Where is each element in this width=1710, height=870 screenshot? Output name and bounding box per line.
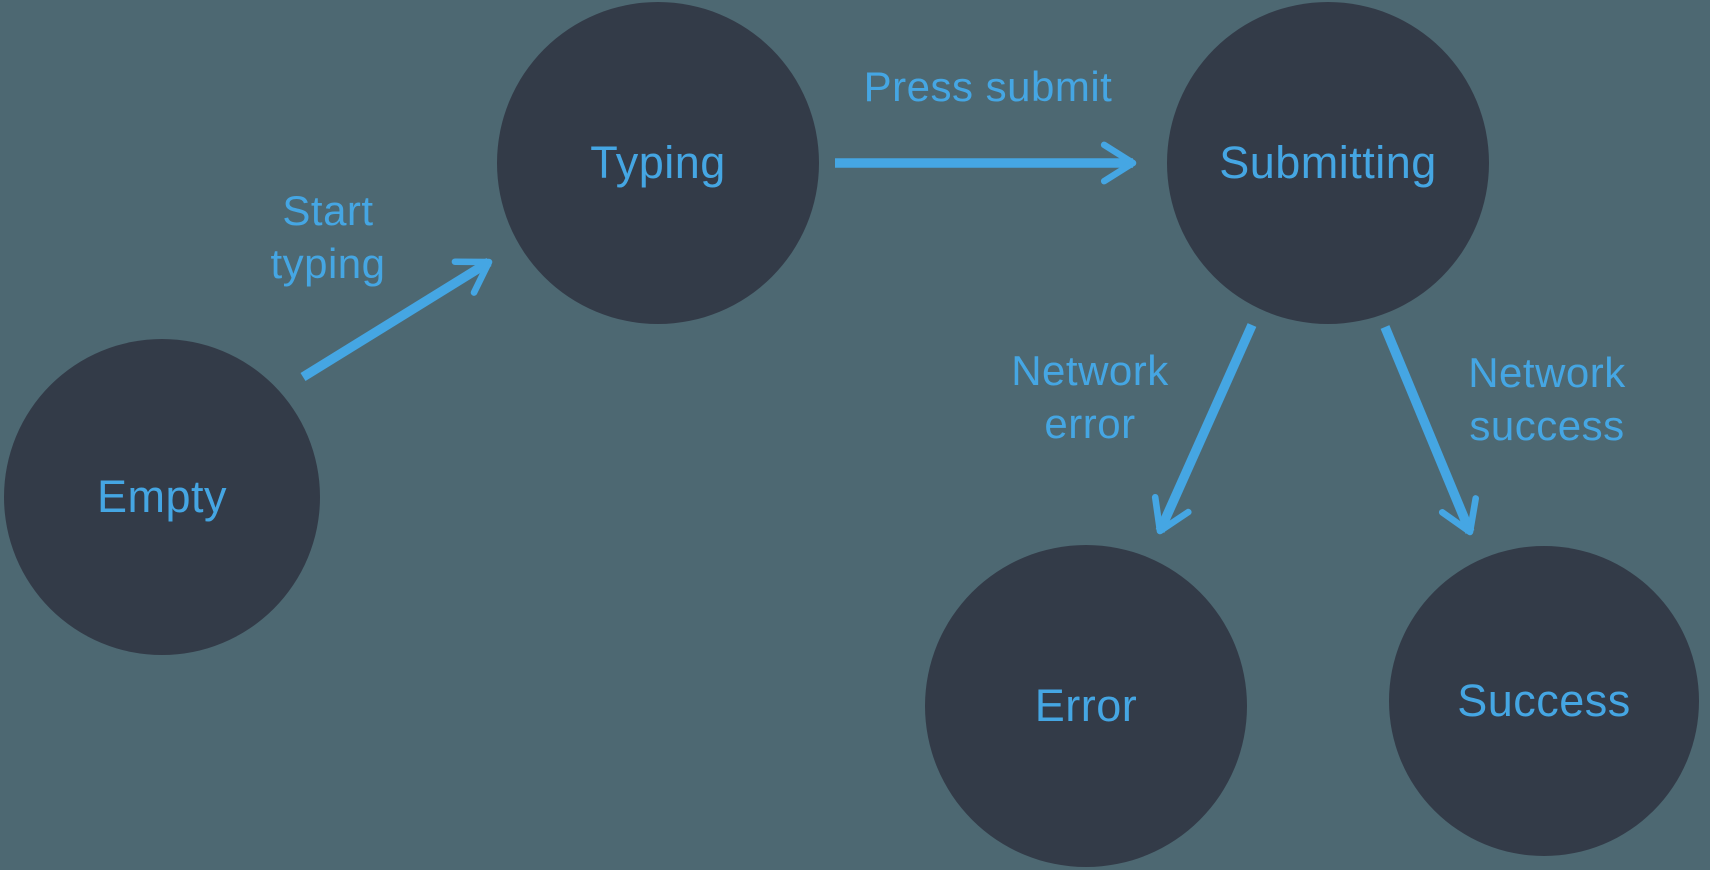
state-node-typing: Typing [497,2,819,324]
transition-label-line: Start [282,187,374,234]
state-node-empty: Empty [4,339,320,655]
state-node-error: Error [925,545,1247,867]
state-label-error: Error [1034,680,1138,731]
transition-label-start-typing: Start typing [198,184,458,290]
transition-label-line: success [1469,402,1625,449]
transition-label-press-submit: Press submit [838,60,1138,113]
state-label-empty: Empty [96,471,228,522]
state-node-submitting: Submitting [1167,2,1489,324]
transition-label-line: Network [1468,349,1626,396]
transition-label-network-error: Network error [950,344,1230,450]
transition-label-line: Network [1011,347,1169,394]
state-label-submitting: Submitting [1219,137,1437,188]
state-label-success: Success [1457,675,1631,726]
transition-label-line: typing [270,240,386,287]
transition-label-network-success: Network success [1407,346,1687,452]
state-node-success: Success [1389,546,1699,856]
state-label-typing: Typing [590,137,726,188]
transition-label-line: error [1044,400,1136,447]
transition-label-line: Press submit [863,63,1113,110]
